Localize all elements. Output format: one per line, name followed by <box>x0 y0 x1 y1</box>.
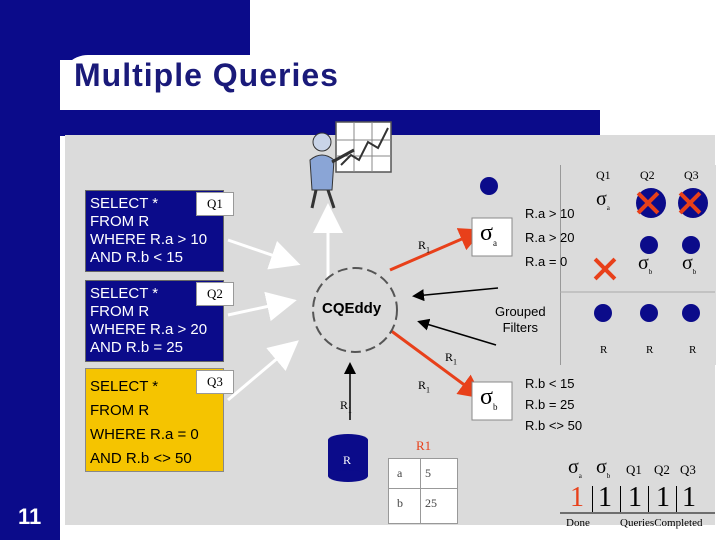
filter-a-2: R.a > 20 <box>525 230 575 245</box>
tuple-r1-label-a: R1 <box>418 238 430 254</box>
status-dot <box>640 236 658 254</box>
query-tag-q3: Q3 <box>196 370 234 394</box>
status-dot <box>640 304 658 322</box>
query-line: WHERE R.a > 10 <box>90 231 208 248</box>
grouped-filters-label: Grouped Filters <box>495 304 546 335</box>
status-dot <box>682 304 700 322</box>
query-line: WHERE R.a = 0 <box>90 426 199 443</box>
r1-cell-val-b: 25 <box>420 488 458 524</box>
r1-cell-attr-b: b <box>388 488 422 524</box>
tuple-sub: 1 <box>453 357 458 367</box>
done-value-q2: 1 <box>656 482 670 513</box>
r1-cell-val-a: 5 <box>420 458 458 490</box>
query-line: AND R.b <> 50 <box>90 450 192 467</box>
query-tag-q1: Q1 <box>196 192 234 216</box>
tuple-sub: 1 <box>426 385 431 395</box>
done-divider <box>620 486 621 512</box>
tuple-r1-label-source: R1 <box>340 398 352 414</box>
left-accent-bar <box>0 0 60 540</box>
query-line: FROM R <box>90 213 150 230</box>
tuple-sub: 1 <box>348 405 353 415</box>
query-line: SELECT * <box>90 378 159 395</box>
status-header-q3: Q3 <box>684 168 699 182</box>
status-dot <box>682 236 700 254</box>
query-line: AND R.b < 15 <box>90 249 183 266</box>
query-box-q1: SELECT * FROM R WHERE R.a > 10 AND R.b <… <box>85 190 224 272</box>
done-header-q2: Q2 <box>654 462 670 477</box>
status-header-q1: Q1 <box>596 168 611 182</box>
done-sigma-a: σa <box>568 456 582 480</box>
status-cross-icon <box>679 192 701 214</box>
filter-b-3: R.b <> 50 <box>525 418 583 433</box>
status-sigma-a: σa <box>596 188 610 212</box>
query-line: WHERE R.a > 20 <box>90 321 208 338</box>
query-box-q3: SELECT * FROM R WHERE R.a = 0 AND R.b <>… <box>85 368 224 472</box>
done-value-b: 1 <box>598 482 612 513</box>
status-header-q2: Q2 <box>640 168 655 182</box>
tuple-r1-label-back: R1 <box>445 350 457 366</box>
status-r-q1: R <box>600 344 608 356</box>
query-box-q2: SELECT * FROM R WHERE R.a > 20 AND R.b =… <box>85 280 224 362</box>
done-value-a: 1 <box>570 482 584 513</box>
done-divider <box>592 486 593 512</box>
done-label: Done <box>566 517 590 529</box>
done-value-q1: 1 <box>628 482 642 513</box>
tuple-r1-label-b: R1 <box>418 378 430 394</box>
eddy-label: CQEddy <box>322 300 382 317</box>
status-r-q2: R <box>646 344 654 356</box>
queries-completed-label: QueriesCompleted <box>620 517 703 529</box>
tuple-label: R <box>340 398 349 412</box>
sigma-a-icon: σa <box>480 220 497 248</box>
source-label: R <box>343 453 352 467</box>
tuple-sub: 1 <box>426 245 431 255</box>
query-line: SELECT * <box>90 195 159 212</box>
status-cross-icon <box>637 192 659 214</box>
status-dot <box>594 304 612 322</box>
done-header-q1: Q1 <box>626 462 642 477</box>
done-divider <box>648 486 649 512</box>
status-cross-icon <box>594 258 616 280</box>
done-sigma-b: σb <box>596 456 611 480</box>
tuple-label: R <box>418 378 427 392</box>
sigma-b-icon: σb <box>480 384 498 412</box>
top-accent-band <box>0 0 250 60</box>
status-r-q3: R <box>689 344 697 356</box>
query-tag-q2: Q2 <box>196 282 234 306</box>
filter-b-2: R.b = 25 <box>525 397 575 412</box>
title-underline <box>60 110 600 136</box>
title-white-tab <box>60 55 600 110</box>
query-line: FROM R <box>90 402 150 419</box>
r1-table-title: R1 <box>416 438 432 453</box>
query-line: FROM R <box>90 303 150 320</box>
tuple-label: R <box>418 238 427 252</box>
done-divider <box>676 486 677 512</box>
done-header-q3: Q3 <box>680 462 696 477</box>
status-sigma-b-q3: σb <box>682 252 697 276</box>
r1-cell-attr-a: a <box>388 458 422 490</box>
presenter-clipart-icon <box>309 121 392 209</box>
done-value-q3: 1 <box>682 482 696 513</box>
status-sigma-b-q2: σb <box>638 252 653 276</box>
query-line: AND R.b = 25 <box>90 339 183 356</box>
tuple-label: R <box>445 350 454 364</box>
filter-a-1: R.a > 10 <box>525 206 575 221</box>
page-number: 11 <box>18 504 42 529</box>
slide-title: Multiple Queries <box>74 57 339 93</box>
filter-b-1: R.b < 15 <box>525 376 575 391</box>
filter-a-3: R.a = 0 <box>525 254 568 269</box>
query-line: SELECT * <box>90 285 159 302</box>
